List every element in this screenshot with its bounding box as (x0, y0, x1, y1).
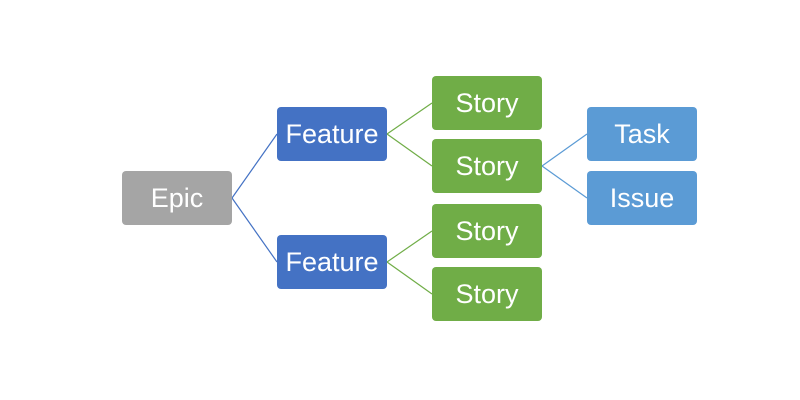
issue-node: Issue (587, 171, 697, 225)
connector-epic-feature-1 (231, 133, 278, 199)
connector-feature1-story1 (386, 102, 433, 135)
connector-feature1-story2 (386, 133, 433, 167)
task-node: Task (587, 107, 697, 161)
connector-story2-task (541, 133, 588, 167)
feature-node-2: Feature (277, 235, 387, 289)
story-node-3: Story (432, 204, 542, 258)
connector-epic-feature-2 (231, 197, 278, 263)
connector-feature2-story3 (386, 230, 433, 263)
feature-node-1: Feature (277, 107, 387, 161)
story-node-1: Story (432, 76, 542, 130)
connector-feature2-story4 (386, 261, 433, 295)
story-node-4: Story (432, 267, 542, 321)
connector-story2-issue (541, 165, 588, 199)
epic-node: Epic (122, 171, 232, 225)
story-node-2: Story (432, 139, 542, 193)
